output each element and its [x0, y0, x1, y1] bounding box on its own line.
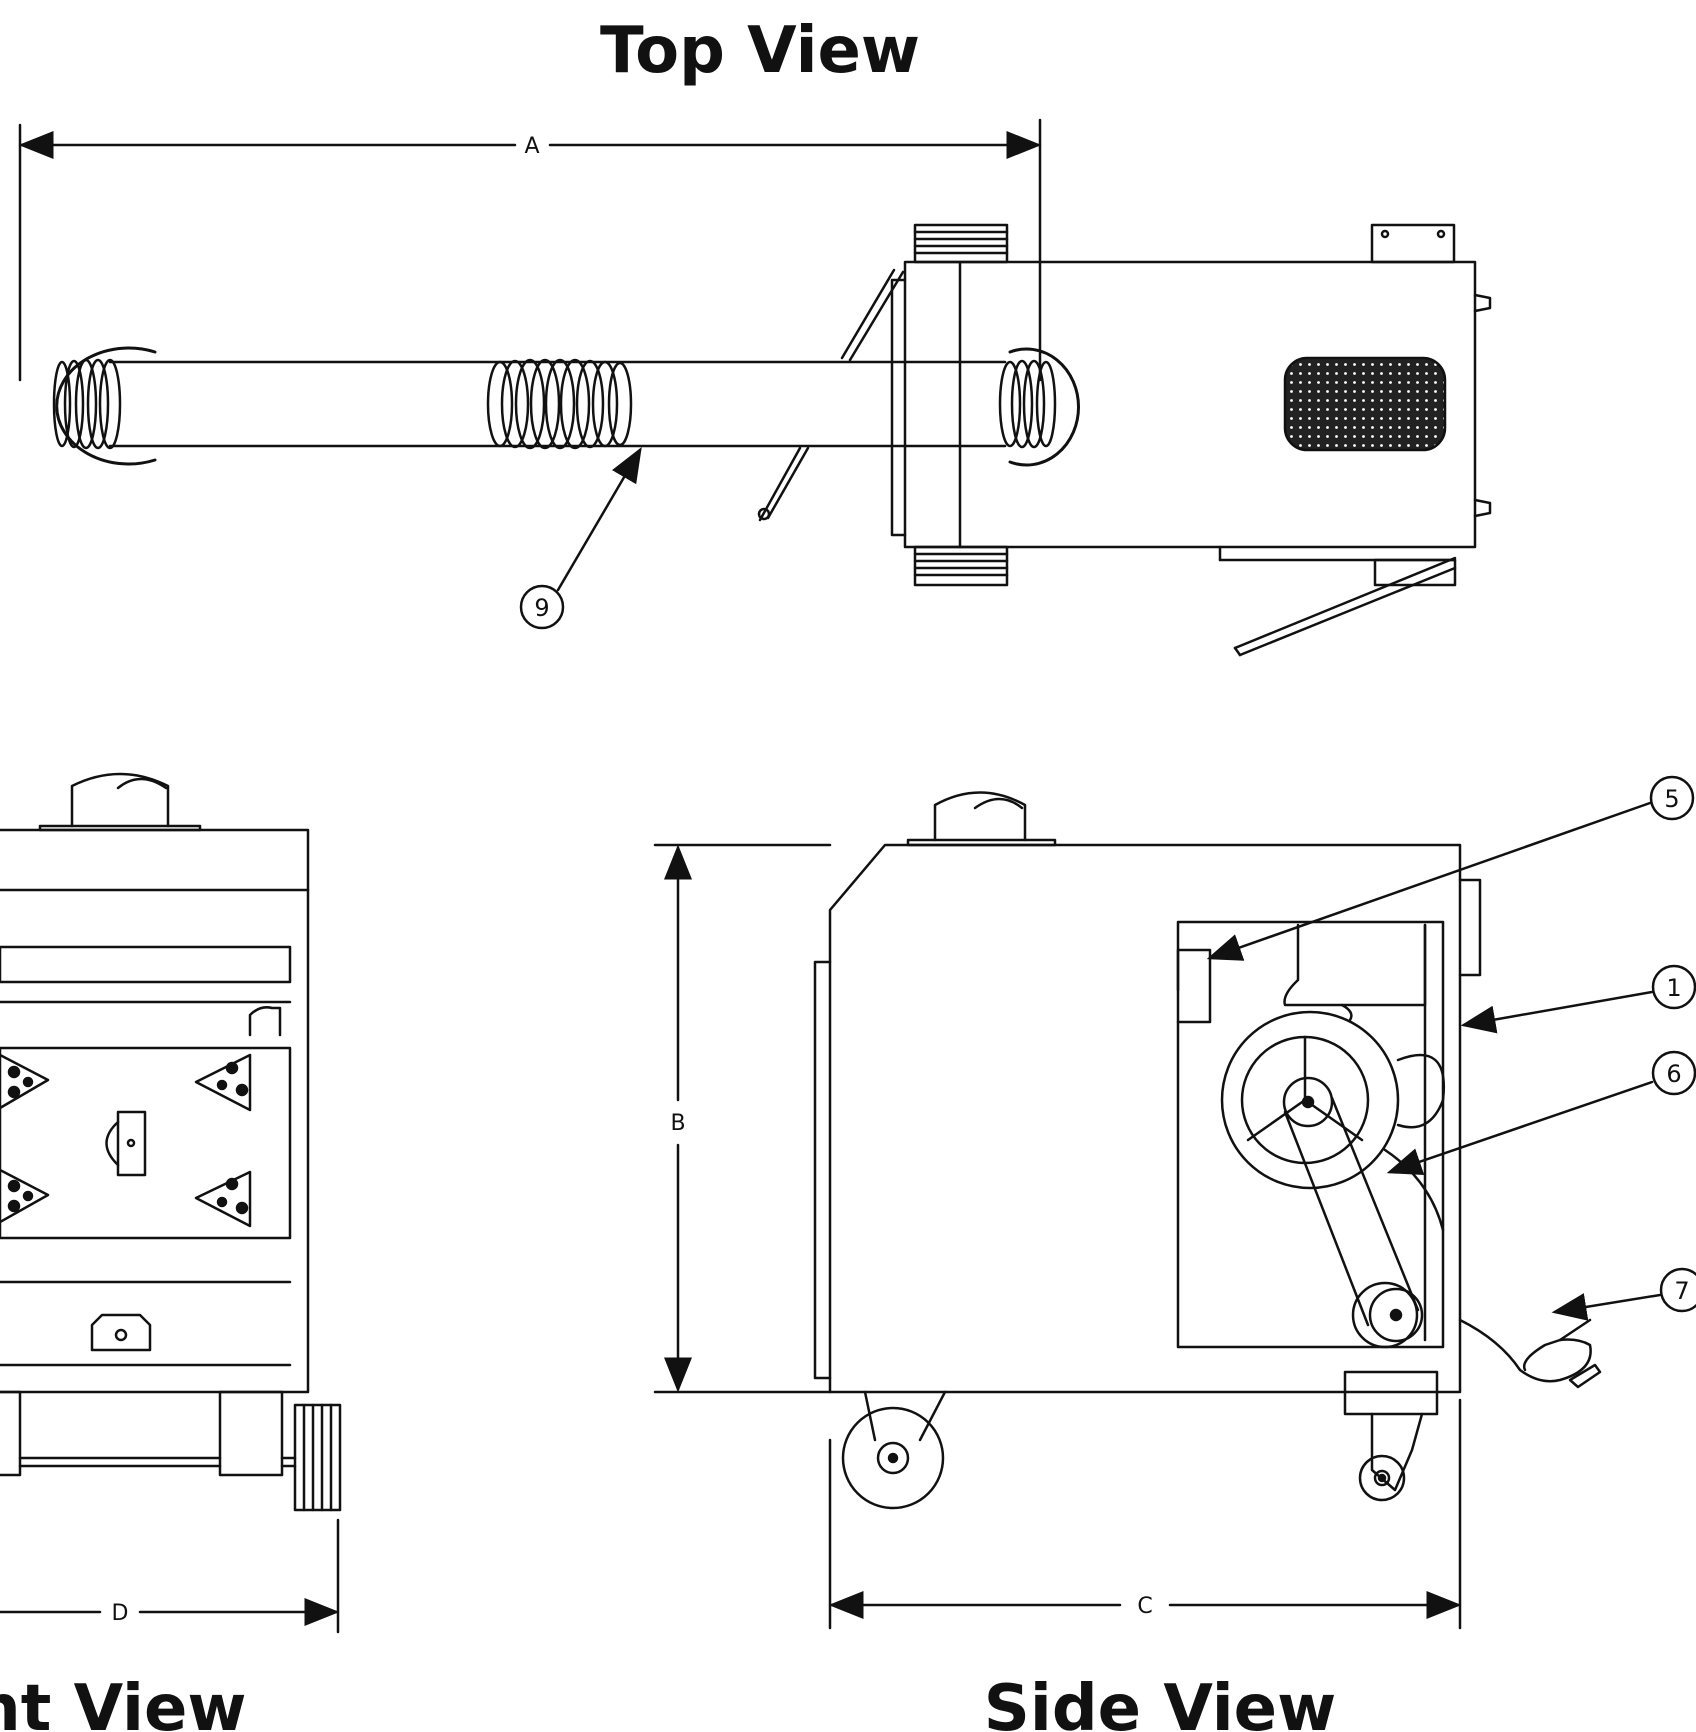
callout-7-leader [1551, 1267, 1696, 1321]
callout-5-leader [1206, 775, 1695, 961]
wheel-top-upper [913, 223, 1009, 264]
wheel-top-lower [913, 545, 1009, 587]
handle-top-right [1233, 556, 1457, 657]
handle-top-left [757, 268, 905, 522]
side-view [653, 775, 1696, 1630]
callout-1-leader [1460, 964, 1696, 1034]
dimension-label-a: A [524, 134, 539, 159]
callout-number-5: 5 [1664, 785, 1679, 813]
top-view [18, 118, 1492, 657]
front-view [0, 772, 342, 1634]
hose [52, 346, 1080, 467]
callout-9-leader [519, 446, 642, 630]
dimension-label-b: B [670, 1111, 685, 1136]
dimension-label-d: D [112, 1601, 129, 1626]
dimension-c [828, 1398, 1462, 1630]
callout-number-6: 6 [1666, 1060, 1681, 1088]
top-view-title: Top View [600, 14, 920, 88]
dimension-a [18, 118, 1042, 382]
side-view-title: Side View [984, 1672, 1336, 1732]
unit-body-top [890, 223, 1492, 587]
front-view-title: Front View [0, 1672, 246, 1732]
callout-number-9: 9 [534, 594, 549, 622]
dimension-label-c: C [1137, 1594, 1152, 1619]
callout-number-1: 1 [1666, 974, 1681, 1002]
callout-number-7: 7 [1674, 1277, 1689, 1305]
dimension-b [653, 843, 832, 1394]
callout-6-leader [1386, 1050, 1696, 1176]
dimension-d [0, 1518, 340, 1634]
